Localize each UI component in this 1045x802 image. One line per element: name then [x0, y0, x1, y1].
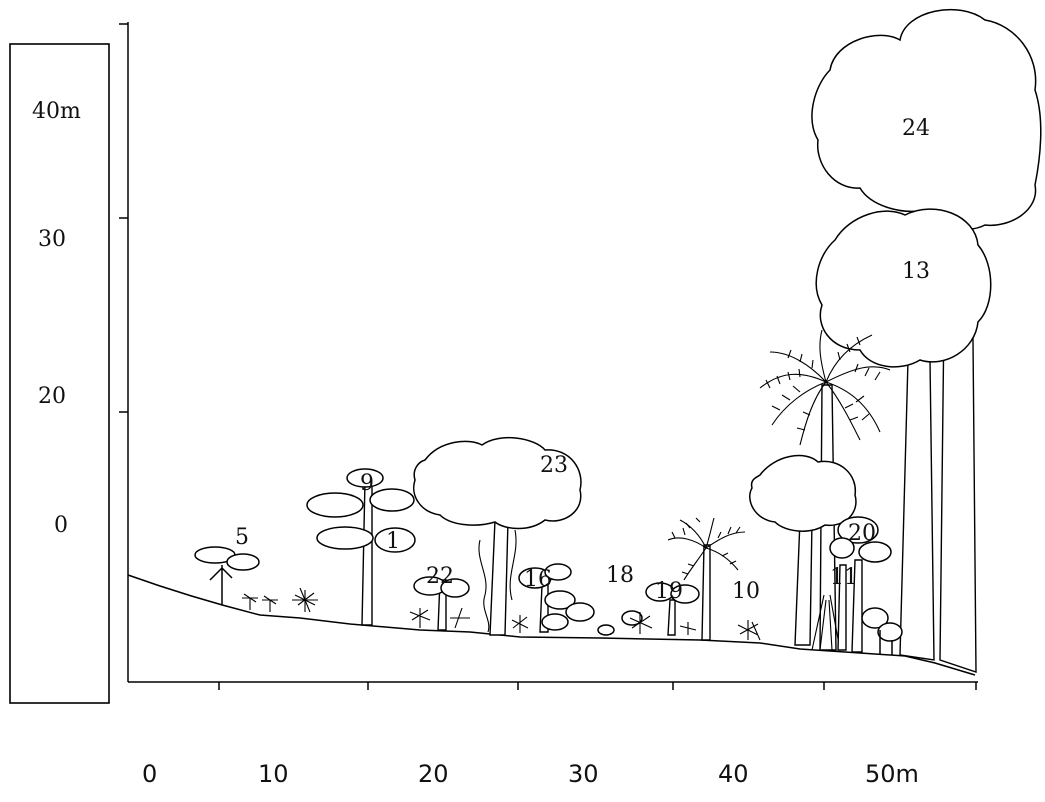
tree-9-label: 9 — [360, 471, 374, 496]
tree-13-crown — [815, 208, 992, 368]
tree-11: 11 — [829, 537, 858, 651]
tree-23-crown — [413, 437, 582, 530]
tree-20-crown — [837, 516, 879, 544]
tree-trunk — [794, 519, 813, 646]
tree-22-label: 22 — [426, 564, 454, 589]
fern-tree — [667, 517, 746, 641]
distance-label-30: 30 — [568, 760, 599, 788]
tree-24-label: 24 — [902, 116, 930, 141]
tree-23-trunk — [489, 519, 509, 636]
distance-label-20: 20 — [418, 760, 449, 788]
tree-23: 23 — [413, 437, 582, 636]
height-label-0: 0 — [54, 513, 68, 538]
herbs-left — [242, 587, 318, 613]
herbs-mid: 18 — [597, 563, 697, 636]
tree-20: 20 — [837, 516, 892, 653]
ground-profile — [127, 574, 976, 676]
tree-24-crown — [811, 8, 1042, 231]
tree-9-crown-left — [306, 492, 364, 518]
tree-13-label: 13 — [902, 259, 930, 284]
tree-9-crown-lower — [316, 526, 374, 550]
tree-23-vine — [478, 539, 490, 633]
tree-11-trunk — [837, 564, 847, 651]
distance-label-0: 0 — [142, 760, 157, 788]
tree-5: 5 — [194, 525, 260, 605]
tree-19: 19 — [645, 579, 700, 636]
tree-5-trunk — [209, 565, 233, 605]
tree-5-crown — [226, 553, 260, 571]
tree-19-label: 19 — [655, 579, 683, 604]
tree-9-crown-top — [346, 468, 384, 488]
height-label-20: 20 — [38, 384, 66, 409]
distance-label-50m: 50m — [865, 760, 919, 788]
tree-1-crown — [374, 527, 416, 553]
tree-23-vine — [509, 529, 517, 601]
height-scale-box — [9, 43, 110, 704]
tree-20-trunk — [851, 559, 863, 653]
tree-1-label: 1 — [386, 529, 400, 554]
tree-22: 22 — [409, 564, 470, 631]
tree-10: 10 — [732, 579, 761, 641]
tree-11-crown — [829, 537, 855, 559]
height-label-30: 30 — [38, 227, 66, 252]
tree-16-label: 16 — [524, 567, 552, 592]
palm-fronds — [759, 329, 891, 446]
tree-20-label: 20 — [848, 521, 876, 546]
tree-16: 16 — [511, 563, 595, 633]
height-label-40m: 40m — [32, 99, 81, 124]
tree-9-crown-right — [369, 488, 415, 512]
tree-13: 13 — [815, 208, 992, 661]
tree-13-trunk — [899, 359, 935, 661]
height-scale: 40m 30 20 0 — [9, 43, 110, 704]
tree-9: 9 1 — [306, 468, 416, 626]
tree-20-crown-lower — [858, 541, 892, 563]
tree-40m-crown — [749, 454, 857, 646]
distance-label-10: 10 — [258, 760, 289, 788]
distance-label-40: 40 — [718, 760, 749, 788]
tree-10-label: 10 — [732, 579, 760, 604]
axes — [119, 22, 978, 690]
tree-11-label: 11 — [830, 565, 858, 590]
tree-crown — [749, 454, 857, 532]
shrub-right — [861, 607, 903, 655]
distance-labels: 0 10 20 30 40 50m — [142, 760, 919, 788]
tree-5-label: 5 — [235, 525, 249, 550]
palm-roots — [811, 594, 841, 651]
tree-18-label: 18 — [606, 563, 634, 588]
tree-23-label: 23 — [540, 453, 568, 478]
